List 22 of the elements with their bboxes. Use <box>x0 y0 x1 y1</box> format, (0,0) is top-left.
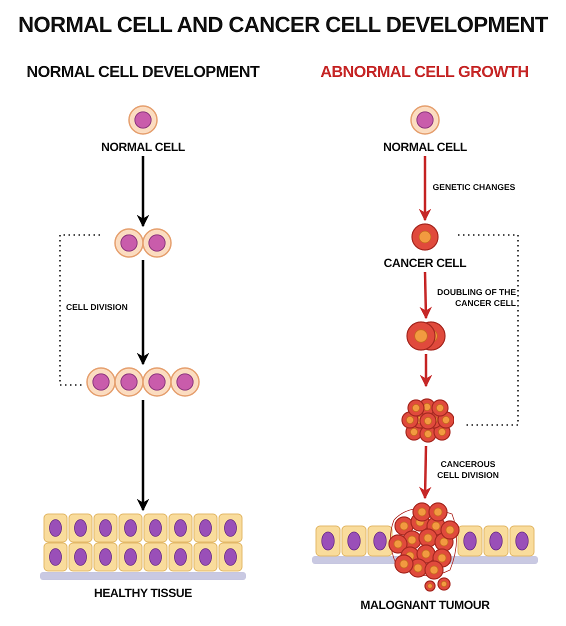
column-heading: ABNORMAL CELL GROWTH <box>319 64 530 82</box>
diagram-title: NORMAL CELL AND CANCER CELL DEVELOPMENT <box>17 12 550 38</box>
doubled-cancer-cell-drawing <box>405 320 447 352</box>
node-label: NORMAL CELL <box>383 140 467 154</box>
edge-label: GENETIC CHANGES <box>432 182 516 193</box>
node-label: MALOGNANT TUMOUR <box>360 598 490 612</box>
arrow <box>420 272 432 320</box>
cell-row-drawing <box>85 366 201 398</box>
node-label: NORMAL CELL <box>101 140 185 154</box>
node-label: CANCER CELL <box>384 256 466 270</box>
node-label: HEALTHY TISSUE <box>94 586 192 600</box>
edge-label: CANCEROUS CELL DIVISION <box>436 459 500 481</box>
arrow <box>136 260 150 366</box>
arrow <box>418 446 432 500</box>
bracket-label: DOUBLING OF THE CANCER CELL <box>436 287 516 309</box>
arrow <box>420 354 432 388</box>
arrow <box>136 400 150 512</box>
column-heading: NORMAL CELL DEVELOPMENT <box>26 64 261 82</box>
bracket-label: CELL DIVISION <box>66 302 128 312</box>
arrow <box>136 156 150 228</box>
arrow <box>418 156 432 222</box>
dividing-cells-drawing <box>113 228 173 258</box>
